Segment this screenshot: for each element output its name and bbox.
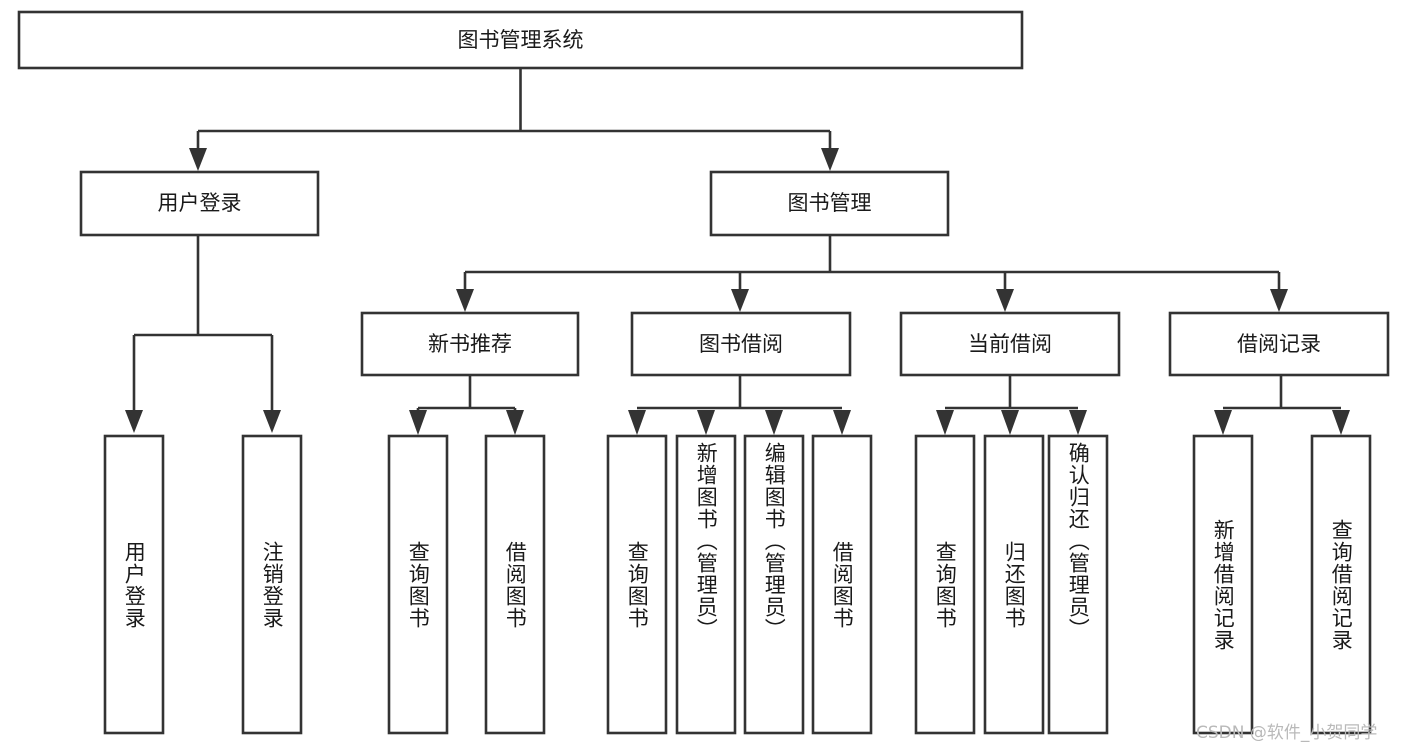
arrow-head-book-borrow-leaf-1 <box>628 410 646 435</box>
arrow-head-current-borrow-leaf-2 <box>1001 410 1019 435</box>
node-book-borrow-label: 图书借阅 <box>699 332 783 356</box>
node-root[interactable]: 图书管理系统 <box>17 10 1024 70</box>
node-user-login-label: 用户登录 <box>158 191 242 215</box>
leaf-box-current-borrow-3[interactable] <box>1047 434 1109 735</box>
node-current-borrow-label: 当前借阅 <box>968 332 1052 356</box>
leaf-box-book-borrow-1[interactable] <box>606 434 668 735</box>
arrow-head-borrow-record <box>1270 289 1288 312</box>
leaf-box-current-borrow-1[interactable] <box>914 434 976 735</box>
arrow-head-book-borrow-leaf-3 <box>765 410 783 435</box>
connector-group <box>125 68 1350 435</box>
node-user-login-box[interactable] <box>79 170 320 237</box>
arrow-head-book-borrow-leaf-2 <box>697 410 715 435</box>
node-root-box[interactable] <box>17 10 1024 70</box>
leaf-box-book-borrow-2[interactable] <box>675 434 737 735</box>
arrow-head-new-book-leaf-1 <box>409 410 427 435</box>
csdn-watermark: CSDN @软件_小贺同学 <box>1196 723 1378 743</box>
leaf-box-borrow-record-1[interactable] <box>1192 434 1254 735</box>
leaf-box-current-borrow-2[interactable] <box>983 434 1045 735</box>
leaf-box-group <box>103 434 1372 735</box>
arrow-head-book-manage <box>821 148 839 171</box>
leaf-box-new-book-2[interactable] <box>484 434 546 735</box>
arrow-head-borrow-record-leaf-2 <box>1332 410 1350 435</box>
leaf-box-new-book-1[interactable] <box>387 434 449 735</box>
arrow-head-book-borrow <box>731 289 749 312</box>
leaf-box-user-login-2[interactable] <box>241 434 303 735</box>
arrow-head-new-book <box>456 289 474 312</box>
arrow-head-current-borrow <box>996 289 1014 312</box>
node-book-manage-label: 图书管理 <box>788 191 872 215</box>
node-borrow-record[interactable]: 借阅记录 <box>1168 311 1390 377</box>
node-current-borrow-box[interactable] <box>899 311 1121 377</box>
arrow-head-current-borrow-leaf-3 <box>1069 410 1087 435</box>
node-book-borrow[interactable]: 图书借阅 <box>630 311 852 377</box>
node-root-label: 图书管理系统 <box>458 28 584 52</box>
node-borrow-record-box[interactable] <box>1168 311 1390 377</box>
arrow-head-user-login <box>189 148 207 171</box>
leaf-box-user-login-1[interactable] <box>103 434 165 735</box>
node-new-book-recommend[interactable]: 新书推荐 <box>360 311 580 377</box>
arrow-head-user-login-leaf-1 <box>125 410 143 433</box>
node-new-book-recommend-label: 新书推荐 <box>428 332 512 356</box>
arrow-head-borrow-record-leaf-1 <box>1214 410 1232 435</box>
node-book-manage-box[interactable] <box>709 170 950 237</box>
arrow-head-user-login-leaf-2 <box>263 410 281 433</box>
node-user-login[interactable]: 用户登录 <box>79 170 320 237</box>
node-borrow-record-label: 借阅记录 <box>1237 332 1321 356</box>
arrow-head-new-book-leaf-2 <box>506 410 524 435</box>
node-new-book-recommend-box[interactable] <box>360 311 580 377</box>
node-book-manage[interactable]: 图书管理 <box>709 170 950 237</box>
node-book-borrow-box[interactable] <box>630 311 852 377</box>
leaf-box-borrow-record-2[interactable] <box>1310 434 1372 735</box>
leaf-box-book-borrow-4[interactable] <box>811 434 873 735</box>
node-current-borrow[interactable]: 当前借阅 <box>899 311 1121 377</box>
arrow-head-current-borrow-leaf-1 <box>936 410 954 435</box>
leaf-box-book-borrow-3[interactable] <box>743 434 805 735</box>
arrow-head-book-borrow-leaf-4 <box>833 410 851 435</box>
